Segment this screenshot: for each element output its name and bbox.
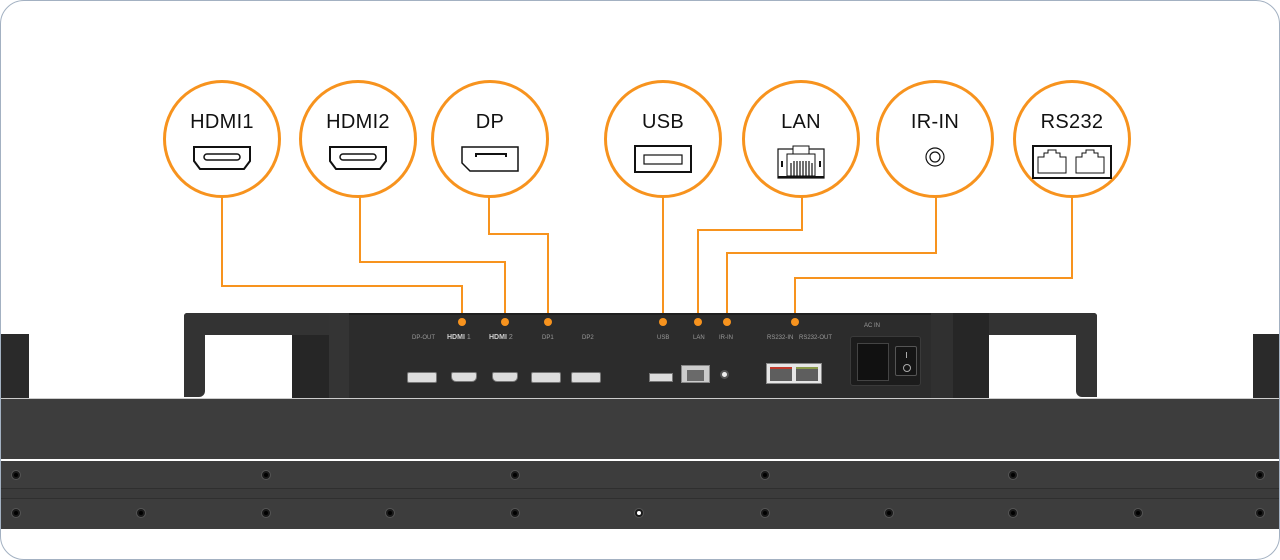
screw (1133, 508, 1143, 518)
rs232-in-port (770, 367, 792, 381)
dp-out-port (407, 372, 437, 383)
dp2-port (571, 372, 601, 383)
callout-label: HDMI2 (326, 111, 390, 133)
callout-dp: DP (431, 80, 549, 198)
dot-rs232 (791, 318, 799, 326)
lan-port (681, 365, 710, 383)
screw (760, 508, 770, 518)
left-edge-bracket (1, 334, 29, 398)
silk-ac-in: AC IN (864, 323, 881, 329)
line-dp (488, 197, 549, 322)
usb-port-icon (607, 145, 719, 173)
chassis-top-band (1, 398, 1279, 460)
callout-label: RS232 (1040, 111, 1104, 133)
power-switch[interactable] (895, 346, 917, 376)
callout-usb: USB (604, 80, 722, 198)
screw (1255, 508, 1265, 518)
chassis-rail-upper (1, 461, 1279, 489)
hdmi-port-icon (302, 145, 414, 171)
screw (1255, 470, 1265, 480)
callout-label: DP (475, 111, 505, 133)
dot-irin (723, 318, 731, 326)
silk-lan: LAN (693, 335, 705, 341)
screw (510, 470, 520, 480)
hdmi2-port (492, 372, 518, 382)
screw (11, 508, 21, 518)
silk-hdmi2: HDMI 2 (489, 334, 513, 341)
callout-hdmi2: HDMI2 (299, 80, 417, 198)
right-edge-bracket (1253, 334, 1279, 398)
line-rs232 (794, 197, 1073, 322)
silk-rs232-out: RS232-OUT (799, 335, 833, 341)
silk-hdmi1: HDMI 1 (447, 334, 471, 341)
callout-lan: LAN (742, 80, 860, 198)
silk-ir-in: IR-IN (719, 335, 733, 341)
chassis-gap (1, 489, 1279, 499)
dot-hdmi1 (458, 318, 466, 326)
ac-in-socket (850, 336, 921, 386)
dot-dp (544, 318, 552, 326)
screw (261, 508, 271, 518)
rs232-out-port (796, 367, 818, 381)
silk-hdmi2-num: 2 (508, 334, 513, 341)
silk-dp1: DP1 (542, 335, 554, 341)
silk-hdmi1-num: 1 (466, 334, 471, 341)
callout-label: HDMI1 (190, 111, 254, 133)
io-panel (349, 313, 931, 401)
screw (634, 508, 644, 518)
screw (385, 508, 395, 518)
displayport-icon (434, 145, 546, 173)
dp1-port (531, 372, 561, 383)
silk-hdmi1-logo: HDMI (447, 334, 465, 341)
line-irin (726, 197, 937, 322)
silk-usb: USB (657, 335, 670, 341)
screw (510, 508, 520, 518)
callout-label: IR-IN (910, 111, 960, 133)
rj45-port-icon (745, 145, 857, 179)
hdmi-port-icon (166, 145, 278, 171)
power-inlet (857, 343, 889, 381)
silk-hdmi2-logo: HDMI (489, 334, 507, 341)
hdmi1-port (451, 372, 477, 382)
callout-label: LAN (781, 111, 821, 133)
usb-port (649, 373, 673, 382)
line-lan (697, 197, 803, 322)
screw (136, 508, 146, 518)
chassis-divider (1, 459, 1279, 461)
screw (1008, 508, 1018, 518)
right-handle (931, 313, 1097, 399)
rs232-ports (766, 363, 822, 384)
silk-dp2: DP2 (582, 335, 594, 341)
callout-label: USB (641, 111, 685, 133)
callout-rs232: RS232 (1013, 80, 1131, 198)
dual-rj-port-icon (1016, 145, 1128, 179)
silk-rs232-in: RS232-IN (767, 335, 794, 341)
screw (884, 508, 894, 518)
callout-hdmi1: HDMI1 (163, 80, 281, 198)
line-hdmi2 (359, 197, 506, 322)
left-handle (184, 313, 349, 399)
ir-jack-icon (879, 145, 991, 173)
screw (11, 470, 21, 480)
dot-lan (694, 318, 702, 326)
screw (760, 470, 770, 480)
ir-in-port (720, 370, 729, 379)
screw (1008, 470, 1018, 480)
callout-irin: IR-IN (876, 80, 994, 198)
screw (261, 470, 271, 480)
dot-usb (659, 318, 667, 326)
silk-dp-out: DP-OUT (412, 335, 435, 341)
line-hdmi1 (221, 197, 463, 322)
dot-hdmi2 (501, 318, 509, 326)
